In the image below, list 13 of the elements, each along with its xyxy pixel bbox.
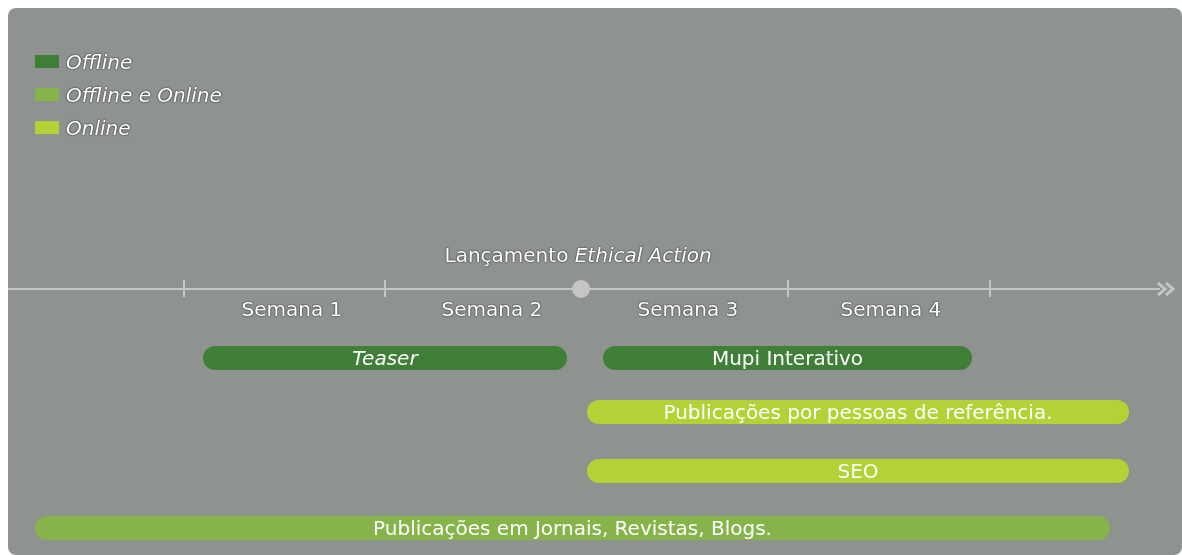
legend-label: Offline e Online	[66, 83, 222, 107]
legend-label: Online	[66, 116, 131, 140]
legend-label: Offline	[66, 50, 133, 74]
week-label: Semana 4	[840, 297, 942, 321]
timeline-bar: SEO	[587, 459, 1129, 483]
week-label: Semana 1	[241, 297, 343, 321]
week-label: Semana 2	[441, 297, 543, 321]
timeline-bar: Publicações por pessoas de referência.	[587, 400, 1129, 424]
week-label: Semana 3	[637, 297, 739, 321]
timeline-bar: Teaser	[203, 346, 567, 370]
timeline-bar: Mupi Interativo	[603, 346, 972, 370]
milestone-label: Lançamento Ethical Action	[444, 243, 712, 267]
timeline-bar: Publicações em Jornais, Revistas, Blogs.	[35, 516, 1110, 540]
